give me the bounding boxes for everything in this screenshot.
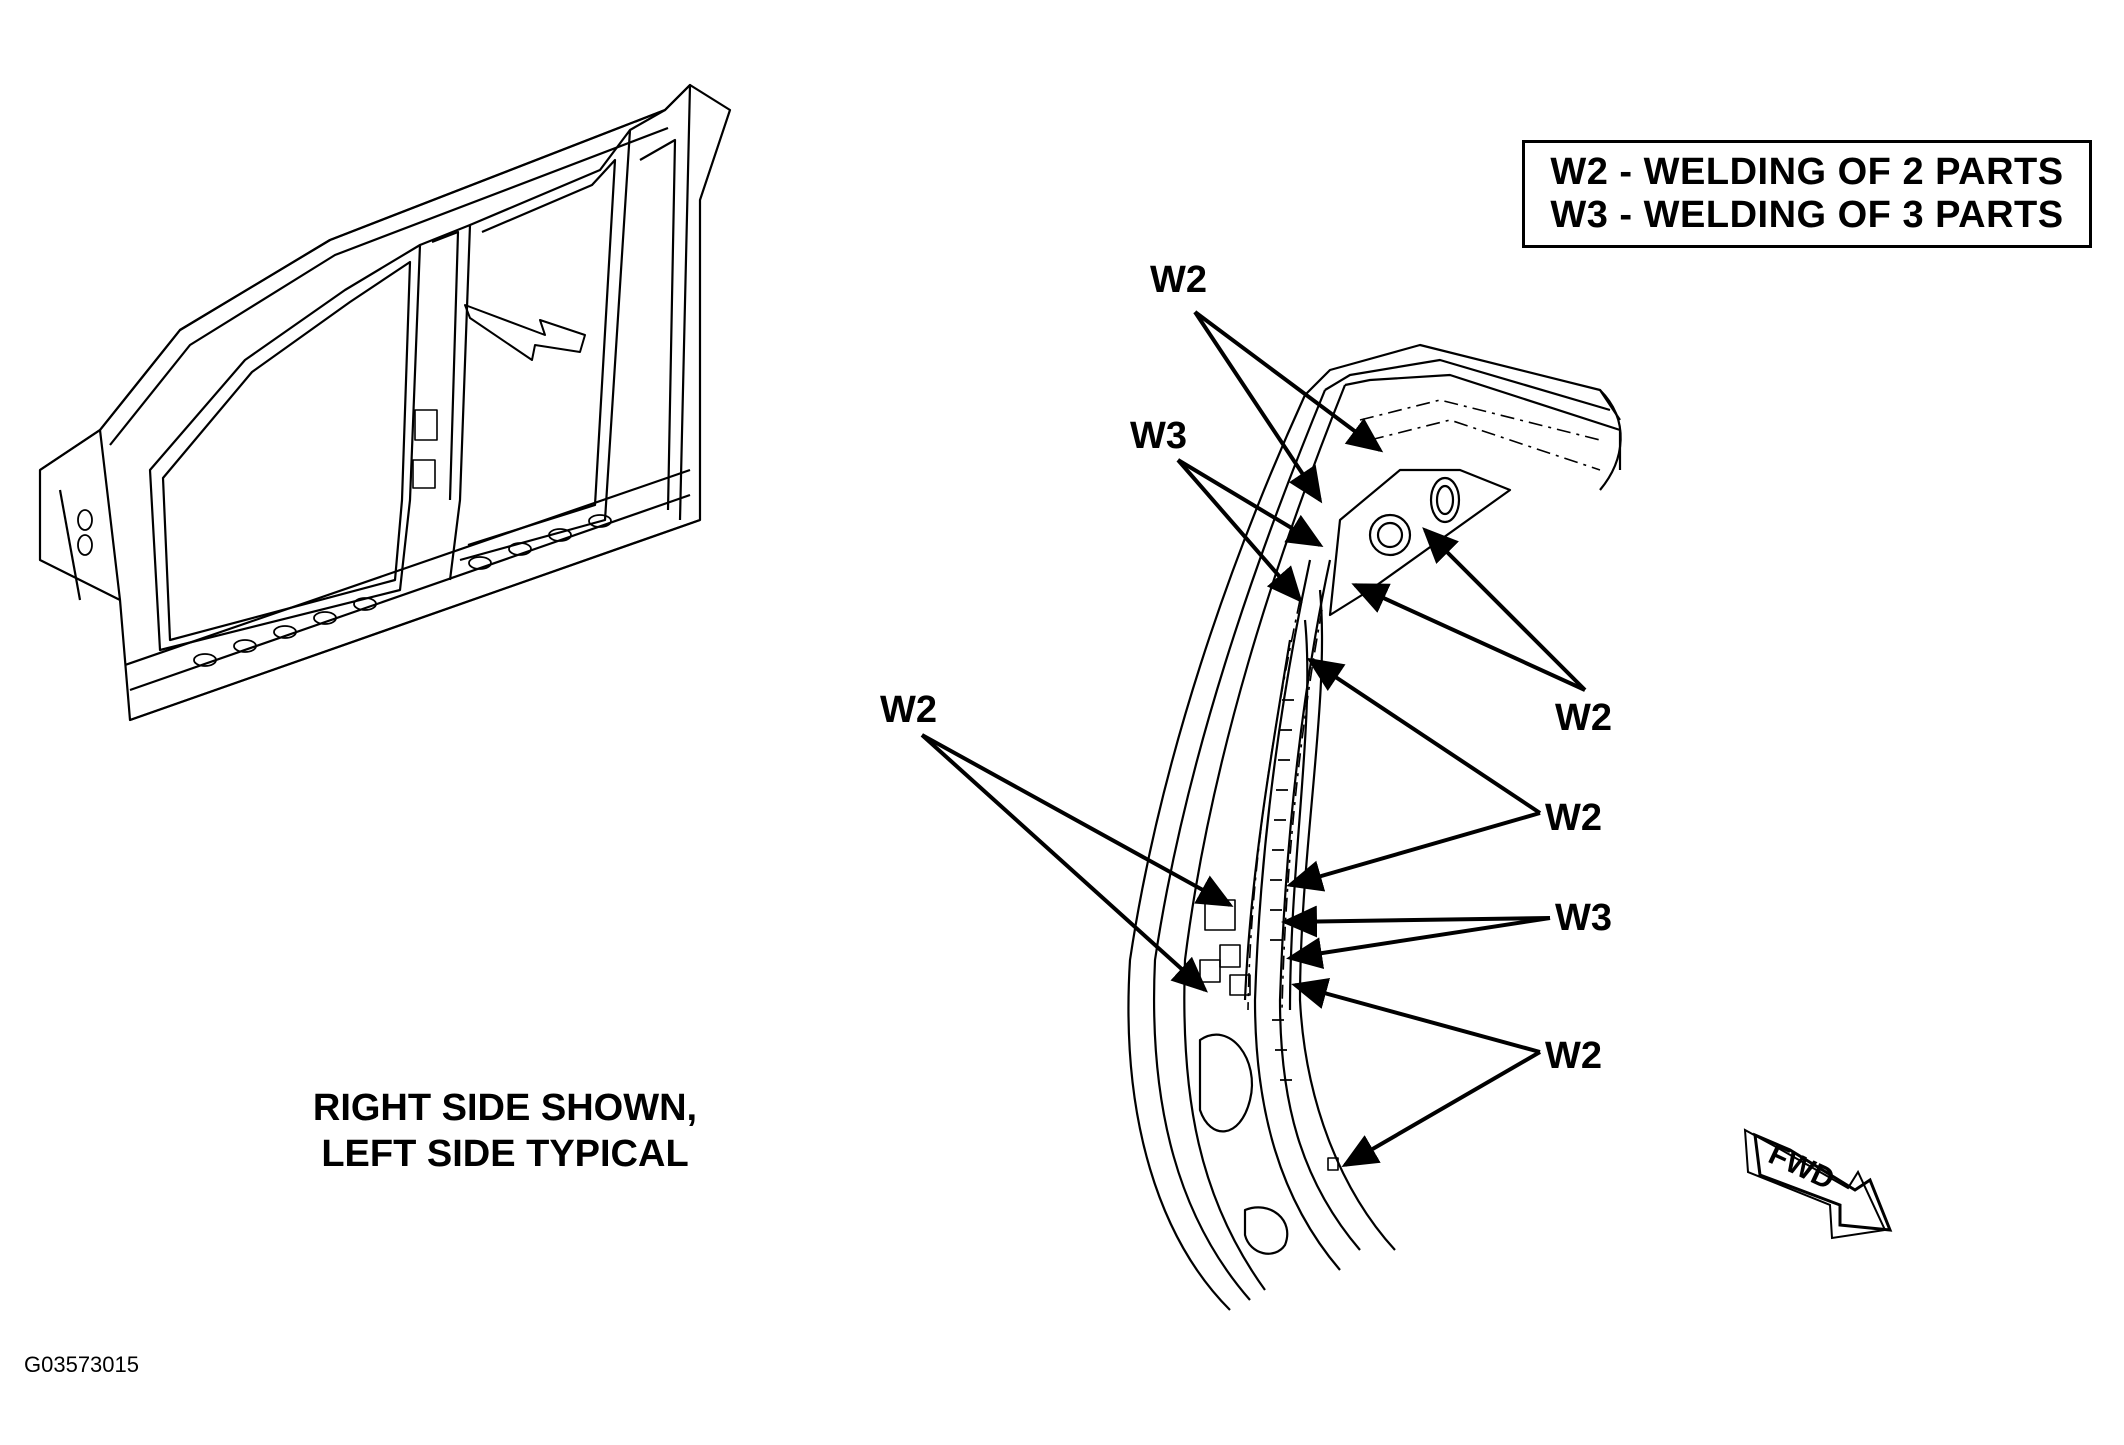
side-note: RIGHT SIDE SHOWN, LEFT SIDE TYPICAL [270,1085,740,1177]
callout-w2-right-lower: W2 [1545,1035,1602,1077]
arrow-w3-top-1 [1176,458,1303,604]
arrow-w2-right-upper-1 [1422,527,1587,692]
arrow-w3-top-2 [1176,458,1324,548]
arrow-w2-right-mid-1 [1306,657,1542,815]
arrow-w2-right-lower-2 [1341,1050,1542,1168]
callout-w2-left-mid: W2 [880,689,937,731]
side-note-line1: RIGHT SIDE SHOWN, [312,1087,698,1129]
arrow-w2-left-mid-1 [921,733,1234,907]
callout-w2-right-mid: W2 [1545,797,1602,839]
arrow-w2-right-mid-2 [1286,811,1541,892]
arrow-w3-right-2 [1286,916,1551,969]
arrow-w2-left-mid-2 [920,733,1208,993]
callout-w2-right-upper: W2 [1555,697,1612,739]
callout-w3-top: W3 [1130,415,1187,457]
legend-w2-definition: W2 - WELDING OF 2 PARTS [1550,151,2064,193]
arrow-w2-right-lower-1 [1291,978,1541,1054]
figure-id: G03573015 [24,1352,139,1377]
side-note-line2: LEFT SIDE TYPICAL [321,1133,689,1175]
body-side-aperture-illustration [38,83,732,722]
callout-arrows [920,310,1587,1168]
weld-legend: W2 - WELDING OF 2 PARTS W3 - WELDING OF … [1522,140,2092,248]
callout-w3-right: W3 [1555,897,1612,939]
arrow-w2-right-upper-2 [1351,583,1586,692]
arrow-w2-top-1 [1193,310,1323,504]
fwd-direction-arrow: FWD [1743,1128,1893,1240]
callout-w2-top: W2 [1150,259,1207,301]
arrow-w3-right-1 [1281,905,1551,938]
arrow-w2-top-2 [1193,310,1384,453]
legend-w3-definition: W3 - WELDING OF 3 PARTS [1550,194,2064,236]
